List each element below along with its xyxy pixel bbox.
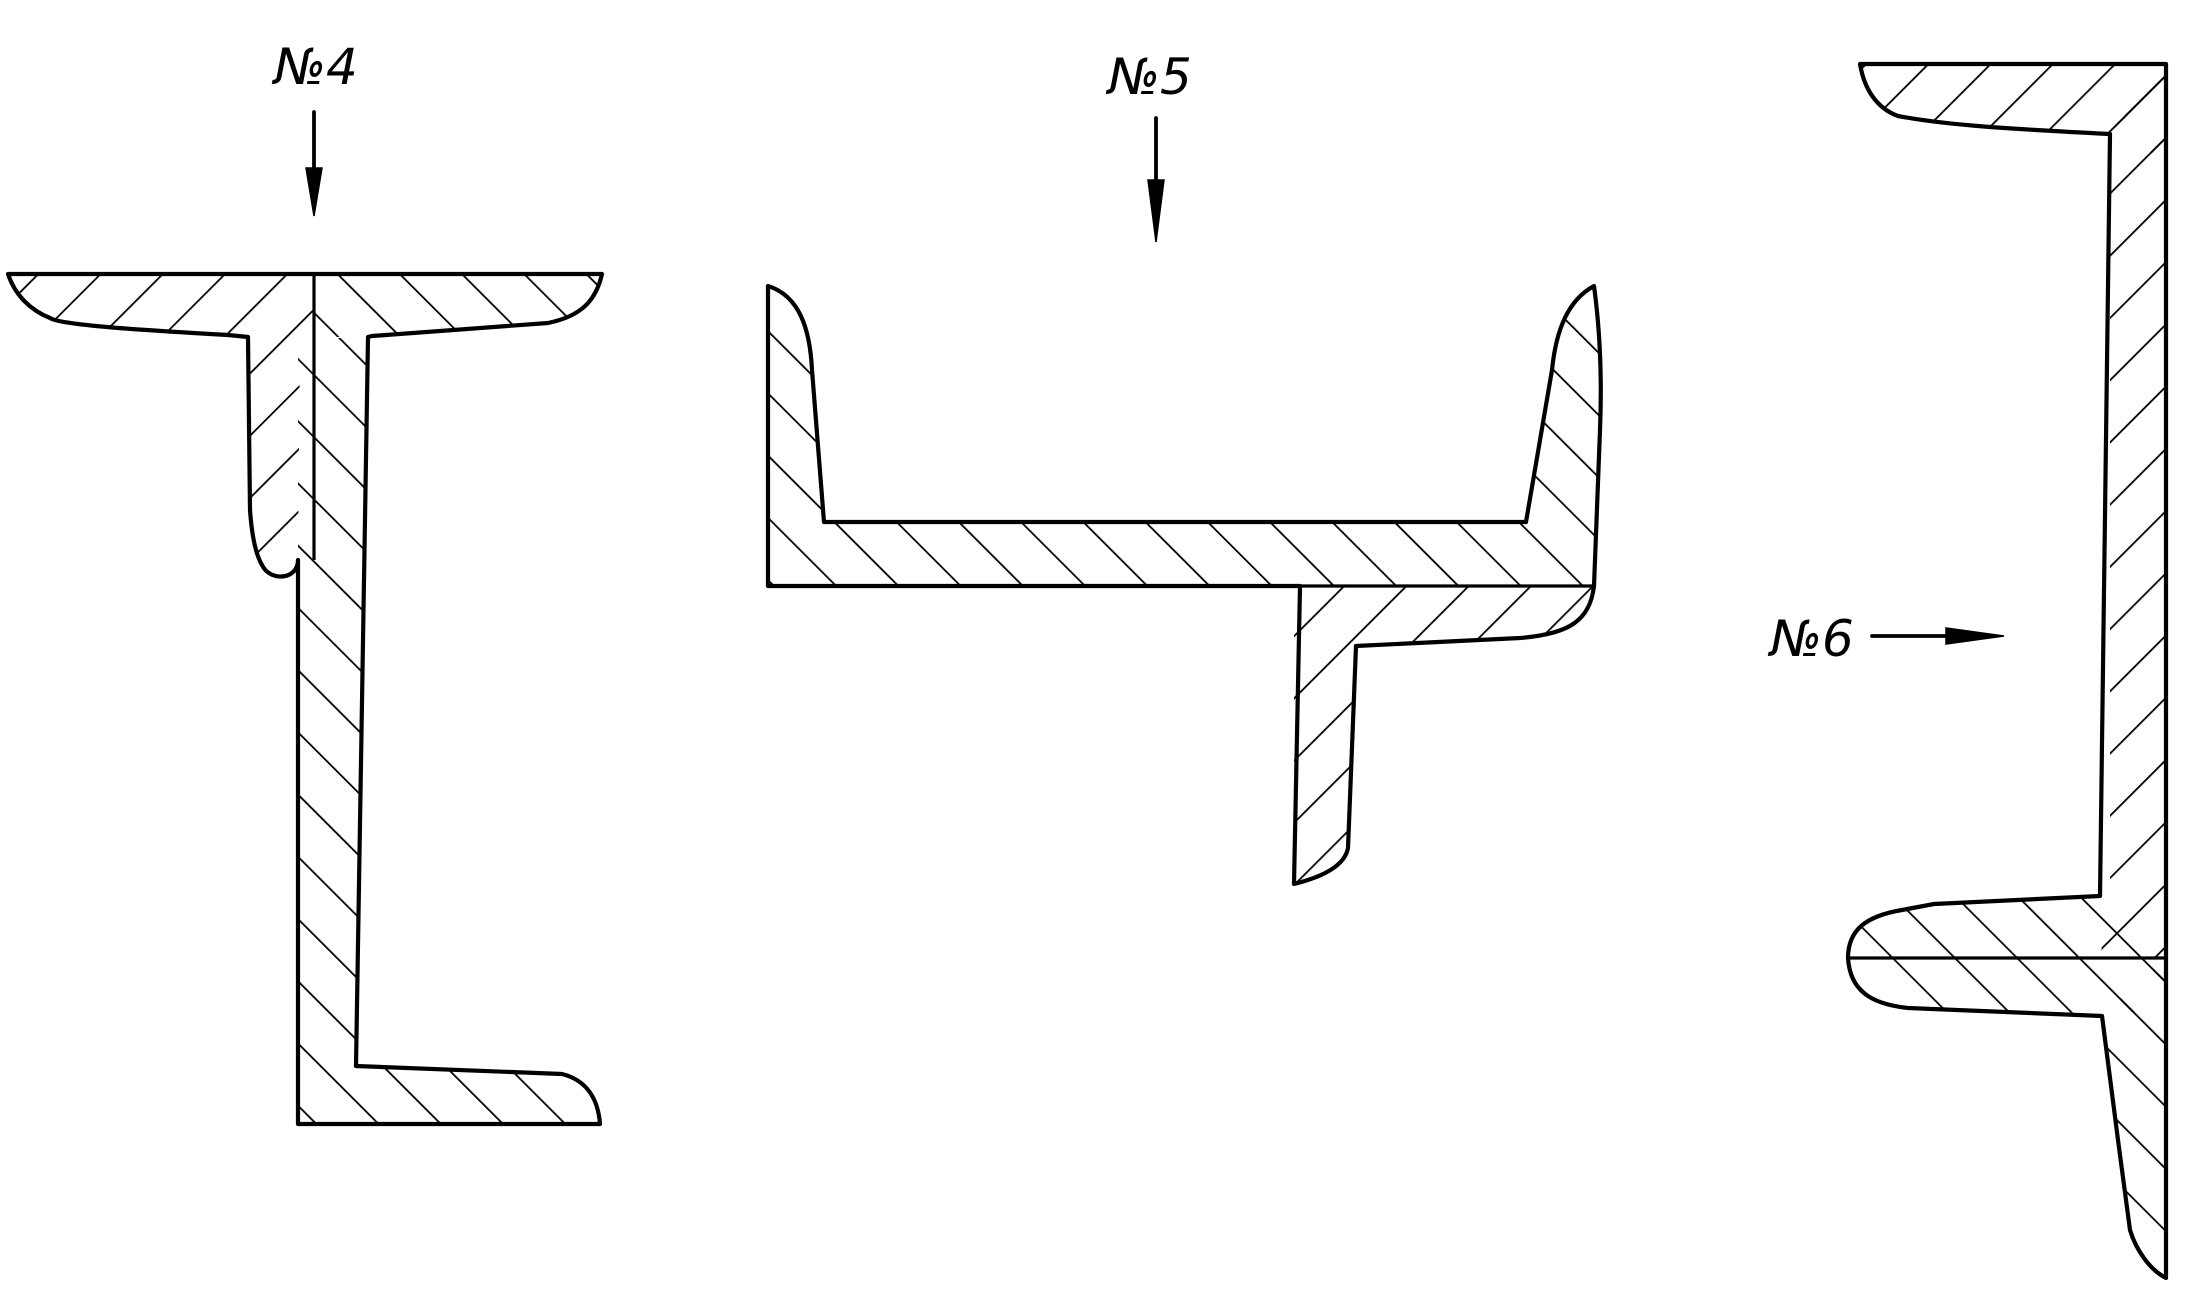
section-4-top-flange-outline [5, 271, 605, 1127]
section-6-view-arrow-icon [1870, 627, 2005, 645]
section-6: №6 [1767, 61, 2169, 1281]
section-4-bottom-flange-hatch [298, 1066, 600, 1124]
section-5-label: №5 [1105, 48, 1192, 106]
section-5-base-hatch [768, 522, 1594, 586]
section-5-outline [765, 283, 1603, 887]
section-4-view-arrow-icon [305, 110, 323, 217]
section-6-outline [1845, 61, 2169, 1281]
section-5-stub-hatch [1294, 586, 1594, 884]
section-4-label: №4 [271, 38, 358, 96]
section-4-top-flange-hatch [8, 274, 314, 577]
section-5: №5 [765, 48, 1603, 887]
section-4: №4 [5, 38, 605, 1127]
section-6-label: №6 [1767, 610, 1854, 668]
section-5-view-arrow-icon [1147, 116, 1165, 243]
section-6-lug-hatch [1848, 896, 2166, 1016]
section-5-left-flange-hatch [768, 286, 824, 522]
